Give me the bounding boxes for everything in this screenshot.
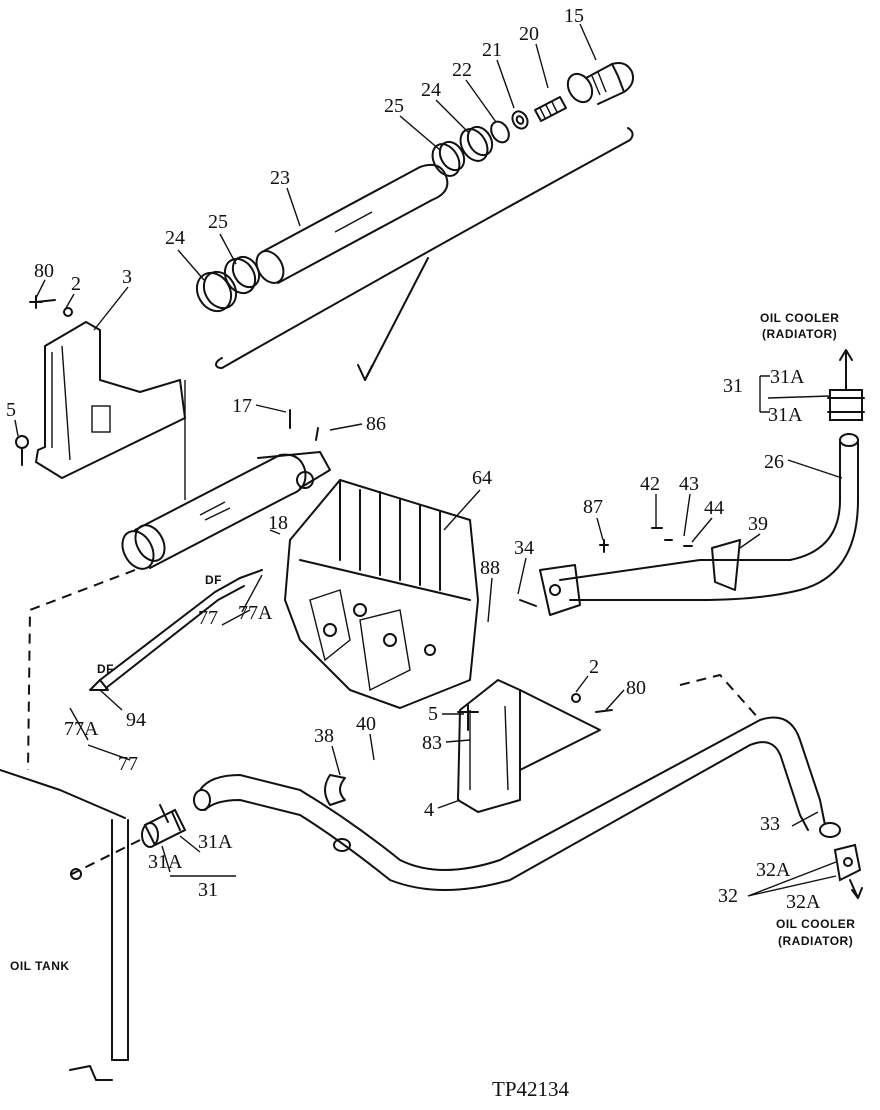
callout-80-mid: 80 (626, 677, 646, 699)
callout-86: 86 (366, 413, 386, 435)
hose-33 (193, 673, 841, 891)
callout-21: 21 (482, 39, 502, 61)
callout-39: 39 (748, 513, 768, 535)
callout-5-left: 5 (6, 399, 16, 421)
callout-88: 88 (480, 557, 500, 579)
callout-32a-1: 32A (756, 859, 791, 881)
oil-cooler-bottom-fitting-32 (833, 843, 863, 899)
callout-43: 43 (679, 473, 699, 495)
callout-77-mid: 77 (198, 607, 218, 629)
callout-31a-top-2: 31A (768, 404, 803, 426)
callout-31a-low-2: 31A (198, 831, 233, 853)
callout-23: 23 (270, 167, 290, 189)
callout-38: 38 (314, 725, 334, 747)
callout-87: 87 (583, 496, 603, 518)
lower-left-fitting-31 (69, 804, 187, 880)
callout-94: 94 (126, 709, 146, 731)
callout-44: 44 (704, 497, 724, 519)
callout-33: 33 (760, 813, 780, 835)
callout-22: 22 (452, 59, 472, 81)
callout-2-top: 2 (71, 273, 81, 295)
callout-31a-top-1: 31A (770, 366, 805, 388)
callout-18: 18 (268, 512, 288, 534)
df-label-upper: DF (205, 573, 222, 587)
callout-24-top: 24 (421, 79, 441, 101)
callout-31-top: 31 (723, 375, 743, 397)
callout-25-left: 25 (208, 211, 228, 233)
figure-id: TP42134 (492, 1077, 570, 1101)
hose-26 (519, 433, 859, 616)
callout-32a-2: 32A (786, 891, 821, 913)
oil-cooler-top-line1: OIL COOLER (760, 311, 839, 325)
oil-cooler-bottom-line1: OIL COOLER (776, 917, 855, 931)
callout-31-low: 31 (198, 879, 218, 901)
callout-15: 15 (564, 5, 584, 27)
callout-24-left: 24 (165, 227, 185, 249)
pipe-assembled (27, 451, 331, 771)
callout-77a-mid: 77A (238, 602, 273, 624)
callout-83: 83 (422, 732, 442, 754)
callout-25-top: 25 (384, 95, 404, 117)
bracket-4 (457, 679, 613, 813)
callout-64: 64 (472, 467, 492, 489)
callout-2-mid: 2 (589, 656, 599, 678)
oil-cooler-top-line2: (RADIATOR) (762, 327, 837, 341)
control-valve-64 (284, 409, 479, 709)
oil-cooler-top-fitting-31 (827, 349, 865, 421)
leader-lines (14, 23, 843, 897)
drain-hose-df (89, 569, 263, 691)
callout-40: 40 (356, 713, 376, 735)
callout-17: 17 (232, 395, 252, 417)
callout-31a-low-1: 31A (148, 851, 183, 873)
callout-3: 3 (122, 266, 132, 288)
callout-34: 34 (514, 537, 534, 559)
callout-5-mid: 5 (428, 703, 438, 725)
callout-77-low: 77 (118, 753, 138, 775)
upper-pipe-exploded-group (195, 62, 634, 381)
callout-80-top: 80 (34, 260, 54, 282)
callout-42: 42 (640, 473, 660, 495)
callout-20: 20 (519, 23, 539, 45)
bracket-3 (15, 295, 186, 500)
df-label-lower: DF (97, 662, 114, 676)
oil-cooler-bottom-line2: (RADIATOR) (778, 934, 853, 948)
fitting-15 (566, 62, 634, 105)
callout-26: 26 (764, 451, 784, 473)
oil-tank-label: OIL TANK (10, 959, 70, 973)
callout-32: 32 (718, 885, 738, 907)
callout-4: 4 (424, 799, 434, 821)
oil-tank (0, 769, 129, 1081)
callout-labels: 15 20 21 22 24 25 23 24 25 80 2 3 5 17 8… (6, 5, 855, 1101)
